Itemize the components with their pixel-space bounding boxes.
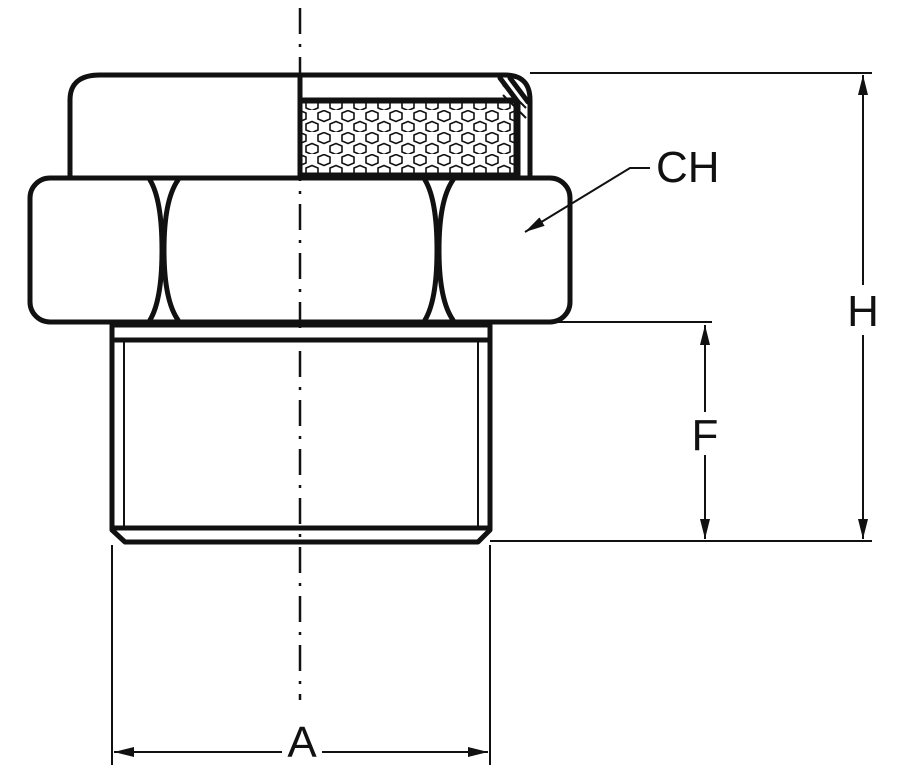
- filter-mesh: [298, 100, 517, 176]
- hex-nut-body: [27, 175, 573, 325]
- dimension-label-f: F: [692, 411, 719, 460]
- dimension-label-h: H: [847, 287, 879, 336]
- mesh-hatch-1: [502, 84, 527, 109]
- mesh-hatch-2: [502, 94, 527, 119]
- hex-facet-left: [147, 177, 165, 323]
- dimension-label-ch: CH: [656, 143, 720, 192]
- hex-facet-center-right: [422, 177, 440, 323]
- leader-ch: [524, 167, 650, 233]
- hex-facet-center-left: [161, 177, 181, 323]
- mesh-chamfer: [497, 75, 531, 178]
- hex-facet-right: [436, 177, 456, 323]
- dimension-label-a: A: [287, 718, 317, 767]
